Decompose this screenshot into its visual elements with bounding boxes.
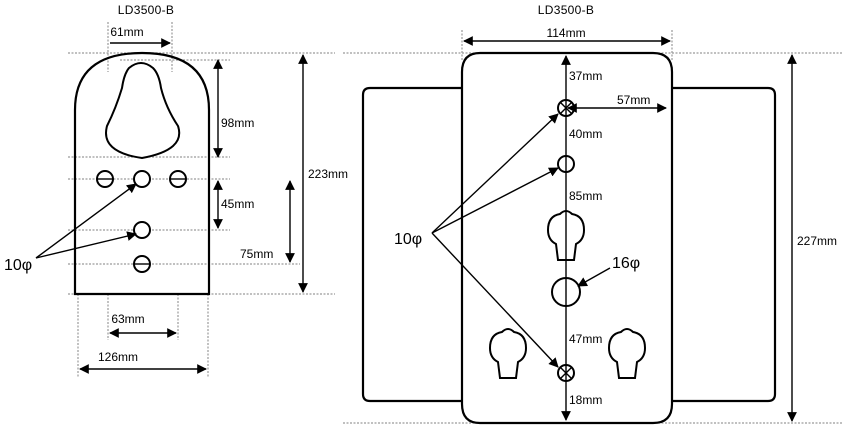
left-guide-lines: [68, 22, 335, 378]
left-slot-height-label: 98mm: [221, 116, 254, 130]
left-leader-lines: [35, 183, 137, 259]
right-total-height-label: 227mm: [797, 234, 837, 248]
keyhole-slot: [105, 62, 181, 160]
left-hole-spacing-h-label: 63mm: [111, 312, 144, 326]
left-hole-spacing-v-label: 45mm: [221, 197, 254, 211]
left-dimension-lines: [79, 38, 308, 374]
left-title: LD3500-B: [118, 3, 174, 17]
hole-center-top: [133, 170, 151, 188]
right-bottom-offset-label: 18mm: [569, 393, 602, 407]
right-large-hole-label: 16φ: [612, 255, 640, 272]
keyhole-cutout-right: [607, 328, 647, 379]
right-spacing-2-label: 85mm: [569, 189, 602, 203]
left-plate-outline: [73, 51, 211, 296]
left-total-height-label: 223mm: [308, 167, 348, 181]
right-spacing-3-label: 47mm: [569, 332, 602, 346]
keyhole-cutout-left: [488, 328, 528, 379]
left-view: LD3500-B 61mm 98mm 223mm 45mm 75mm 63mm …: [4, 3, 348, 378]
left-mounting-holes: [96, 170, 187, 273]
right-top-width-label: 114mm: [546, 26, 585, 40]
right-top-offset-label: 37mm: [569, 69, 602, 83]
right-view: LD3500-B 114mm 37mm 57mm 40mm 85mm 47mm …: [343, 3, 842, 425]
left-hole-label: 10φ: [4, 257, 32, 274]
right-side-offset-label: 57mm: [617, 93, 650, 107]
hole-center-mid: [133, 221, 151, 239]
right-spacing-1-label: 40mm: [569, 127, 602, 141]
left-lower-height-label: 75mm: [240, 247, 273, 261]
left-top-width-label: 61mm: [110, 25, 143, 39]
back-plate-outline: [361, 86, 777, 403]
right-leader-lines: [431, 113, 611, 368]
right-small-hole-label: 10φ: [394, 231, 422, 248]
right-title: LD3500-B: [538, 3, 594, 17]
left-total-width-label: 126mm: [98, 350, 138, 364]
right-dimension-lines: [463, 36, 797, 422]
